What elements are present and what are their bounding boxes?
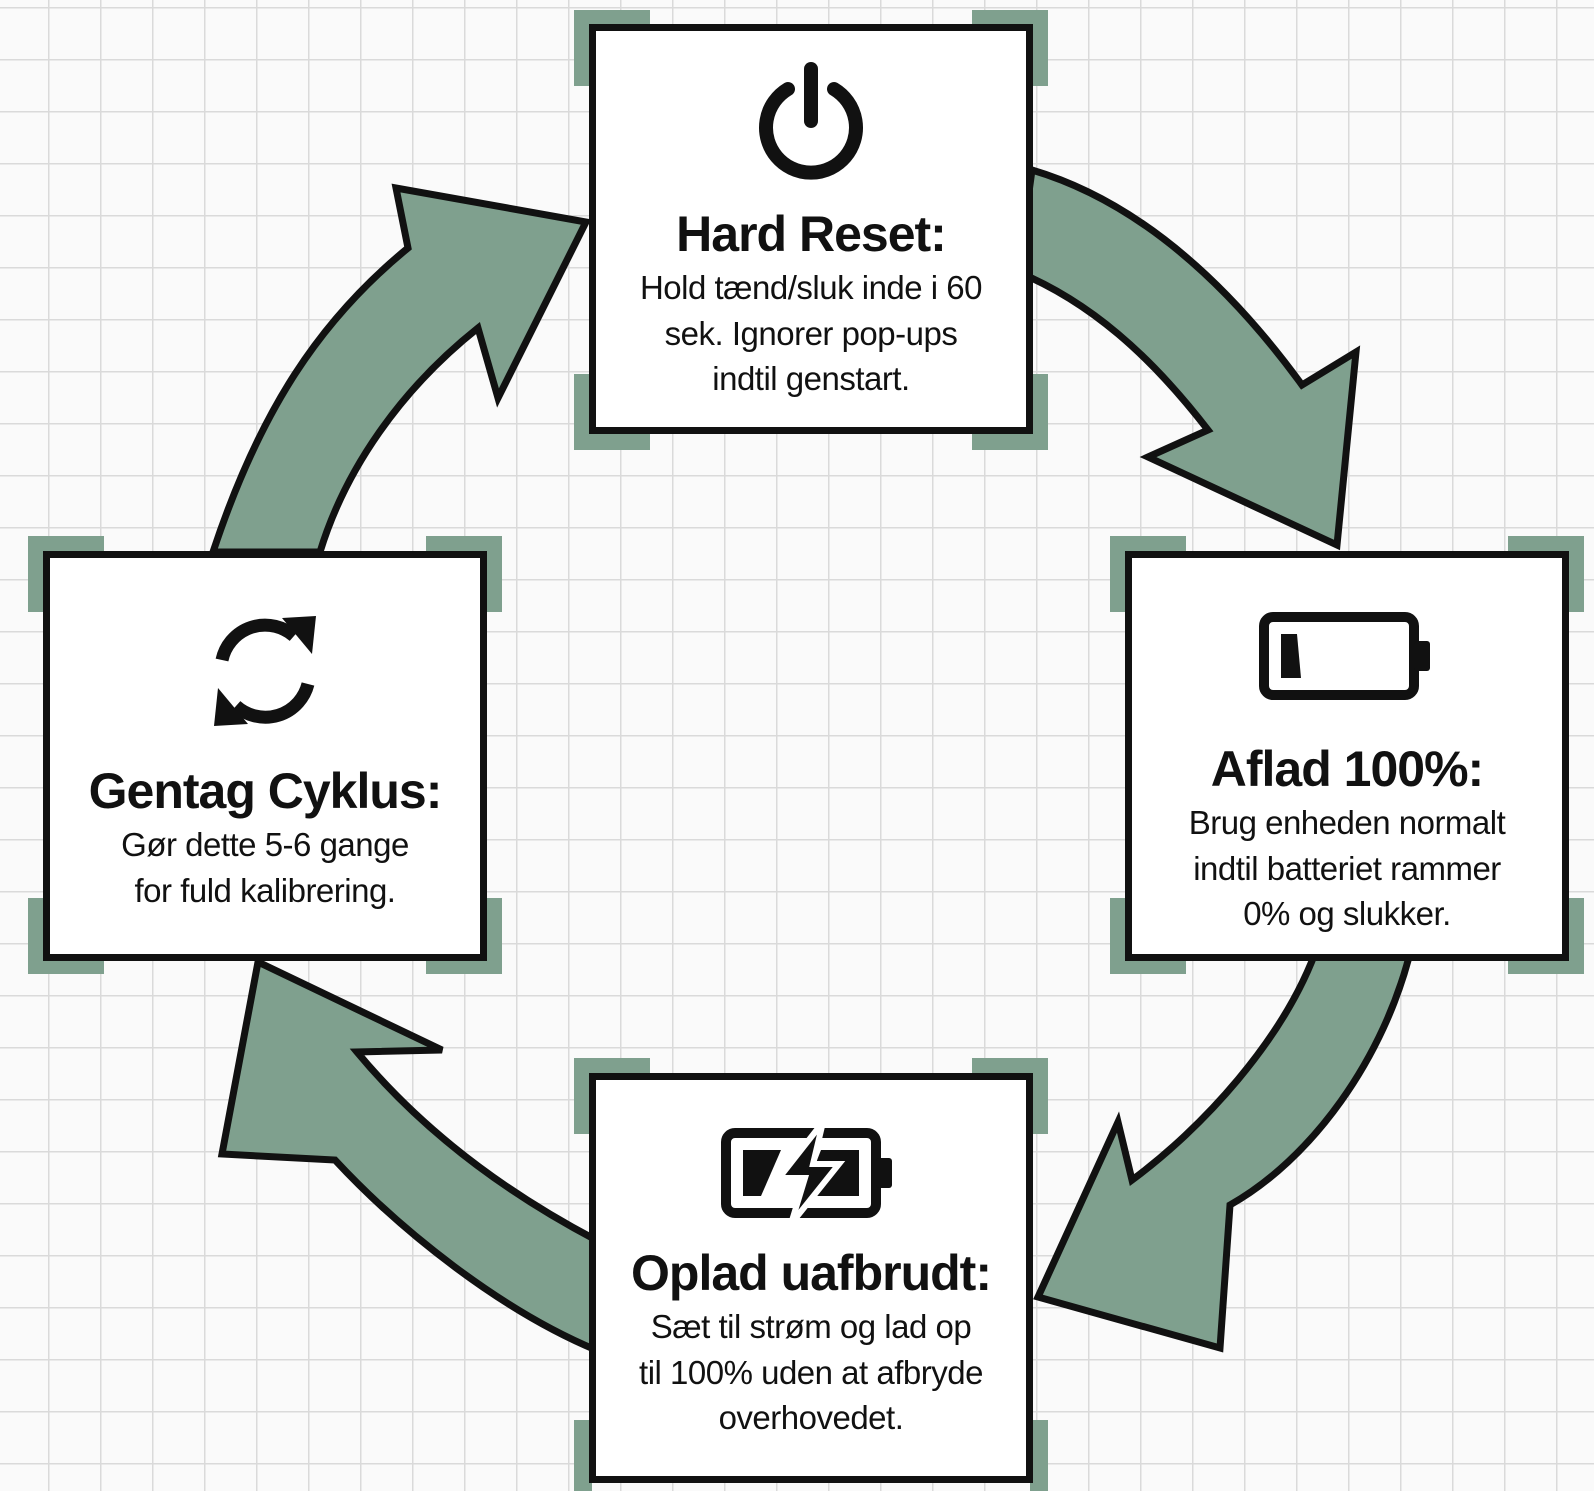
step-title: Gentag Cyklus: (88, 763, 443, 819)
corner-bracket (1110, 536, 1186, 554)
step-title: Aflad 100%: (1210, 741, 1484, 797)
corner-bracket (484, 898, 502, 974)
corner-bracket (972, 1058, 1048, 1076)
corner-bracket (574, 432, 650, 450)
step-description: Sæt til strøm og lad op til 100% uden at… (639, 1308, 983, 1437)
refresh-icon (214, 616, 316, 726)
corner-bracket (574, 10, 592, 86)
step-card-charge: Oplad uafbrudt: Sæt til strøm og lad op … (589, 1073, 1033, 1483)
corner-bracket (1508, 536, 1584, 554)
corner-bracket (1030, 374, 1048, 450)
corner-bracket (1566, 898, 1584, 974)
corner-bracket (972, 10, 1048, 28)
corner-bracket (1110, 898, 1128, 974)
corner-bracket (28, 536, 46, 612)
step-description: Hold tænd/sluk inde i 60 sek. Ignorer po… (639, 269, 983, 398)
arrow-top-right (1014, 165, 1361, 551)
corner-bracket (574, 1058, 592, 1134)
corner-bracket (28, 898, 46, 974)
corner-bracket (574, 374, 592, 450)
corner-bracket (484, 536, 502, 612)
battery-charging-icon (721, 1120, 892, 1226)
corner-bracket (574, 10, 650, 28)
step-title: Hard Reset: (676, 206, 947, 262)
arrow-bottom-right (1033, 941, 1417, 1353)
corner-bracket (972, 432, 1048, 450)
corner-bracket (574, 1058, 650, 1076)
power-icon (759, 62, 863, 180)
corner-bracket (426, 536, 502, 554)
step-description: Gør dette 5-6 gange for fuld kalibrering… (121, 826, 409, 909)
step-card-repeat: Gentag Cyklus: Gør dette 5-6 gange for f… (43, 551, 487, 961)
step-description: Brug enheden normalt indtil batteriet ra… (1188, 804, 1506, 933)
corner-bracket (1030, 10, 1048, 86)
battery-low-icon (1259, 612, 1430, 700)
corner-bracket (1566, 536, 1584, 612)
corner-bracket (1110, 536, 1128, 612)
arrow-top-left (208, 183, 592, 556)
corner-bracket (28, 536, 104, 554)
step-card-discharge: Aflad 100%: Brug enheden normalt indtil … (1125, 551, 1569, 961)
step-card-hard-reset: Hard Reset: Hold tænd/sluk inde i 60 sek… (589, 24, 1033, 434)
corner-bracket (574, 1420, 592, 1491)
arrow-bottom-left (217, 956, 600, 1356)
step-title: Oplad uafbrudt: (631, 1245, 992, 1301)
corner-bracket (1030, 1420, 1048, 1491)
corner-bracket (1030, 1058, 1048, 1134)
